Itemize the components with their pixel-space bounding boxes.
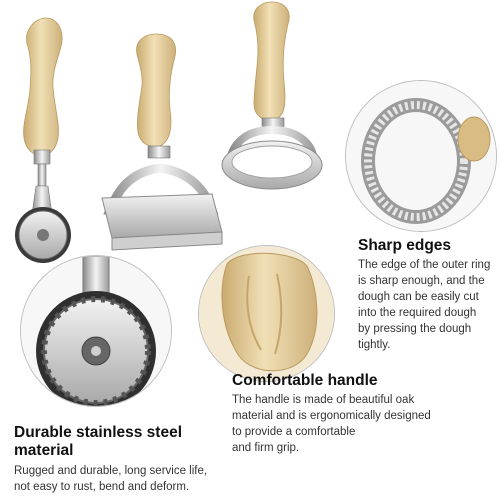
durable-steel-line: Rugged and durable, long service life, [14,465,208,477]
comfortable-handle-line: material and is ergonomically designed [232,410,431,422]
handle-detail-image [199,246,334,381]
wheel-detail-circle [20,255,172,407]
sharp-edges-line: is sharp enough, and the [358,275,485,287]
wheel-detail-image [21,256,171,406]
round-stamp-tool [221,1,323,190]
sharp-edges-line: tightly. [358,339,391,351]
comfortable-handle-line: to provide a comfortable [232,426,356,438]
sharp-edge-detail-circle [345,80,497,232]
sharp-edges-line: The edge of the outer ring [358,259,491,271]
durable-steel-heading-line: material [14,442,74,459]
ring-detail-image [346,81,496,231]
square-stamp-tool [101,33,223,251]
durable-steel-line: not easy to rust, bend and deform. [14,481,190,493]
comfortable-handle-line: and firm grip. [232,442,300,454]
durable-steel-heading-line: Durable stainless steel [14,424,182,441]
comfortable-handle-line: The handle is made of beautiful oak [232,394,415,406]
sharp-edges-line: into the required dough [358,307,477,319]
handle-detail-circle [198,245,335,382]
pastry-wheel-tool [15,17,71,263]
sharp-edges-line: by pressing the dough [358,323,472,335]
sharp-edges-line: dough can be easily cut [358,291,479,303]
comfortable-handle-heading: Comfortable handle [232,372,378,389]
sharp-edges-heading: Sharp edges [358,237,452,254]
